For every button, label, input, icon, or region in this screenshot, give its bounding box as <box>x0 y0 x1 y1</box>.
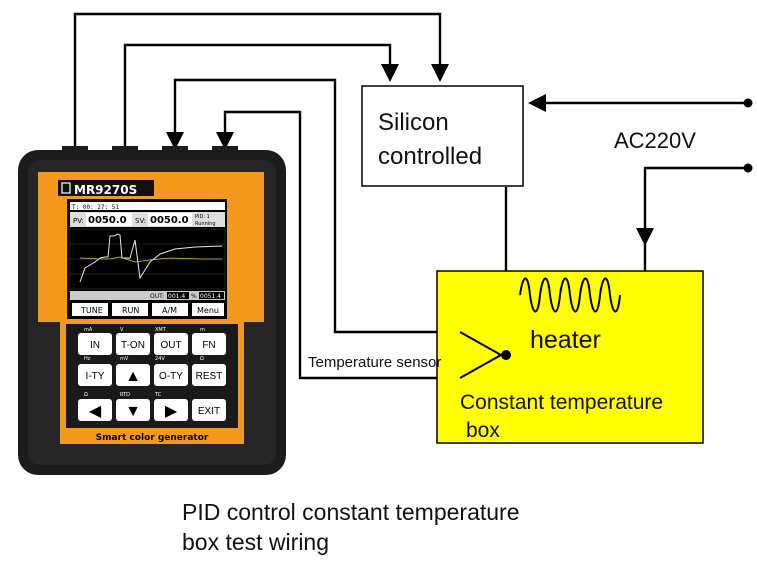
arrow-to-heater-ac <box>636 228 654 246</box>
hint-ohm: Ω <box>200 356 204 362</box>
mr9270s-device: MR9270S T: 00: 27: 51 PV: 0050.0 SV: 005… <box>18 146 286 475</box>
key-o-ty[interactable]: O-TY <box>159 371 183 382</box>
ac-label: AC220V <box>614 128 696 153</box>
sv-value: 0050.0 <box>150 215 189 226</box>
scr-label-line1: Silicon <box>378 109 449 136</box>
soft-key-run[interactable]: RUN <box>122 306 139 315</box>
arrow-to-scr-left <box>381 64 399 82</box>
key-i-ty[interactable]: I-TY <box>86 371 105 382</box>
pid-status: PID: 1 <box>195 214 210 220</box>
trend-plot <box>69 228 226 290</box>
scr-label-line2: controlled <box>378 143 482 170</box>
key-left[interactable]: ◀ <box>89 403 102 420</box>
ac-terminal-2 <box>743 163 753 173</box>
run-status: Running <box>195 221 216 227</box>
hint-hz: Hz <box>84 356 91 362</box>
pct-value: 0051.4 <box>200 293 221 300</box>
out-label: OUT: <box>150 293 164 300</box>
sv-label: SV: <box>135 217 146 225</box>
arrow-to-scr-right <box>431 64 449 82</box>
box-label-line2: box <box>466 419 500 442</box>
key-t-on[interactable]: T-ON <box>121 340 145 351</box>
arrow-to-device-1 <box>166 132 184 150</box>
soft-key-menu[interactable]: Menu <box>197 306 219 315</box>
hint-mv: mV <box>120 356 129 362</box>
key-rest[interactable]: REST <box>196 371 223 382</box>
hint-tc: TC <box>154 392 162 398</box>
hint-xmt: XMT <box>155 327 167 333</box>
hint-omega: Ω <box>84 392 88 398</box>
hint-m: m <box>200 327 205 333</box>
key-up[interactable]: ▲ <box>125 368 141 385</box>
wire-output-2 <box>123 43 392 155</box>
scr-box: Silicon controlled <box>361 85 524 187</box>
wire-ac-2 <box>643 166 748 235</box>
heater-coil <box>519 277 621 313</box>
arrow-to-scr-ac <box>528 94 546 112</box>
key-down[interactable]: ▼ <box>125 403 141 420</box>
hint-24v: 24V <box>155 356 165 362</box>
out-value: 001.4 <box>168 293 185 300</box>
key-in[interactable]: IN <box>90 340 100 351</box>
soft-key-tune[interactable]: TUNE <box>80 306 103 315</box>
sensor-probe <box>501 350 511 360</box>
device-footer: Smart color generator <box>96 433 209 443</box>
key-fn[interactable]: FN <box>202 340 215 351</box>
caption-line1: PID control constant temperature <box>182 499 520 525</box>
arrow-to-device-2 <box>216 132 234 150</box>
ac-terminal-1 <box>743 98 753 108</box>
soft-keys: TUNE RUN A/M Menu <box>72 303 224 316</box>
key-right[interactable]: ▶ <box>165 403 178 420</box>
keypad: IN T-ON OUT FN I-TY ▲ O-TY REST ◀ ▼ ▶ EX… <box>78 333 226 421</box>
device-time: T: 00: 27: 51 <box>72 204 119 211</box>
hint-v: V <box>120 327 124 333</box>
pv-label: PV: <box>73 217 84 225</box>
box-label-line1: Constant temperature <box>460 391 663 414</box>
hint-ma: mA <box>84 327 93 333</box>
soft-key-am[interactable]: A/M <box>162 306 177 315</box>
key-exit[interactable]: EXIT <box>198 406 220 417</box>
temperature-box: heater Constant temperature box <box>436 270 704 444</box>
arrowheads <box>166 64 753 246</box>
wire-output-1 <box>73 12 442 155</box>
heater-label: heater <box>530 326 601 354</box>
sensor-label: Temperature sensor <box>308 354 441 371</box>
caption-line2: box test wiring <box>182 529 329 555</box>
key-out[interactable]: OUT <box>160 340 181 351</box>
pct-label: % <box>191 293 197 300</box>
device-brand: MR9270S <box>74 183 137 197</box>
hint-rtd: RTD <box>120 392 130 398</box>
pv-value: 0050.0 <box>88 215 127 226</box>
